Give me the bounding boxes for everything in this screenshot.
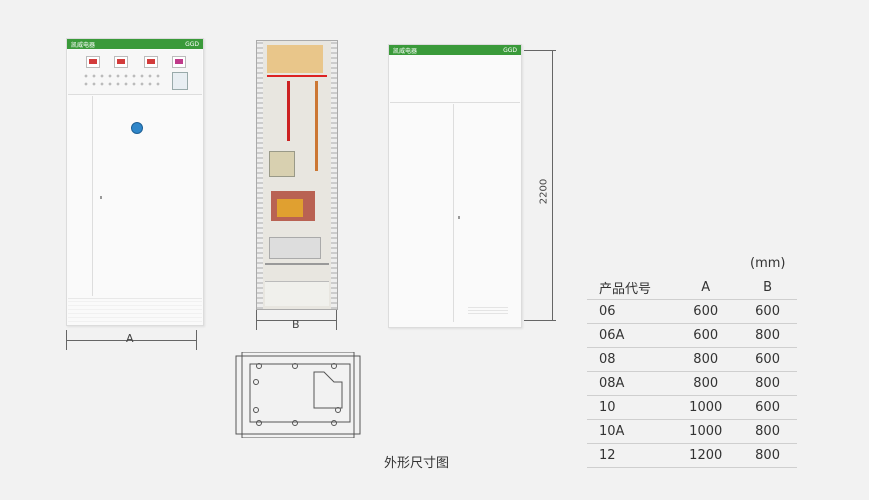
- brand-label: 凯威电器: [71, 41, 96, 49]
- depth-b-cell: 800: [738, 419, 797, 444]
- table-row: 10A 1000 800: [587, 419, 797, 444]
- product-code-cell: 06: [587, 299, 674, 324]
- bottom-vent: [468, 306, 508, 316]
- left-door: [390, 104, 454, 322]
- cabinet-side-open-view: [256, 40, 338, 310]
- table-row: 06 600 600: [587, 299, 797, 324]
- dimension-height-line: [552, 50, 553, 320]
- column-header: B: [738, 276, 797, 300]
- table-row: 08 800 600: [587, 347, 797, 372]
- table-header-row: 产品代号 A B: [587, 276, 797, 300]
- meter-icon: [86, 56, 100, 68]
- table-row: 12 1200 800: [587, 443, 797, 468]
- column-header: 产品代号: [587, 276, 674, 300]
- bottom-vent: [68, 298, 202, 325]
- depth-b-cell: 600: [738, 395, 797, 420]
- product-code-cell: 06A: [587, 323, 674, 348]
- product-code-cell: 12: [587, 443, 674, 468]
- cabinet-double-door-view: 凯威电器 GGD: [388, 44, 522, 328]
- column-header: A: [673, 276, 739, 300]
- product-code-cell: 08: [587, 347, 674, 372]
- width-a-cell: 800: [673, 371, 739, 396]
- table-row: 10 1000 600: [587, 395, 797, 420]
- dimension-b-label: B: [292, 318, 300, 331]
- dimension-height-label: 2200: [538, 178, 550, 205]
- width-a-cell: 600: [673, 299, 739, 324]
- depth-b-cell: 600: [738, 347, 797, 372]
- instrument-panel: [68, 50, 202, 95]
- width-a-cell: 1000: [673, 395, 739, 420]
- spec-table: 产品代号 A B 06 600 600 06A 600 800 08 800 6…: [587, 276, 797, 468]
- base-plan-drawing: [235, 352, 361, 438]
- meter-icon: [172, 56, 186, 68]
- display-panel-icon: [172, 72, 188, 90]
- width-a-cell: 1200: [673, 443, 739, 468]
- depth-b-cell: 800: [738, 371, 797, 396]
- rotary-switch-icon: [131, 122, 143, 134]
- door-handle-icon: [100, 196, 102, 199]
- cabinet-nameplate-bar: 凯威电器 GGD: [67, 39, 203, 49]
- right-door: [93, 96, 201, 296]
- model-label: GGD: [503, 46, 517, 54]
- dimension-a-label: A: [126, 332, 134, 345]
- depth-b-cell: 800: [738, 443, 797, 468]
- door-handle-icon: [458, 216, 460, 219]
- width-a-cell: 600: [673, 323, 739, 348]
- dimension-b-line: [256, 320, 336, 321]
- left-door: [68, 96, 93, 296]
- product-code-cell: 08A: [587, 371, 674, 396]
- right-door: [454, 104, 520, 322]
- width-a-cell: 1000: [673, 419, 739, 444]
- table-row: 06A 600 800: [587, 323, 797, 348]
- table-row: 08A 800 800: [587, 371, 797, 396]
- meter-icon: [114, 56, 128, 68]
- brand-label: 凯威电器: [393, 47, 418, 55]
- unit-label: (mm): [750, 256, 786, 271]
- dimension-a-line: [66, 340, 197, 341]
- product-code-cell: 10A: [587, 419, 674, 444]
- cabinet-front-view: 凯威电器 GGD: [66, 38, 204, 326]
- product-code-cell: 10: [587, 395, 674, 420]
- model-label: GGD: [185, 40, 199, 48]
- depth-b-cell: 600: [738, 299, 797, 324]
- depth-b-cell: 800: [738, 323, 797, 348]
- indicator-lights: [82, 72, 162, 88]
- meter-icon: [144, 56, 158, 68]
- figure-caption: 外形尺寸图: [384, 456, 450, 471]
- width-a-cell: 800: [673, 347, 739, 372]
- top-panel: [390, 56, 520, 103]
- cabinet-nameplate-bar: 凯威电器 GGD: [389, 45, 521, 55]
